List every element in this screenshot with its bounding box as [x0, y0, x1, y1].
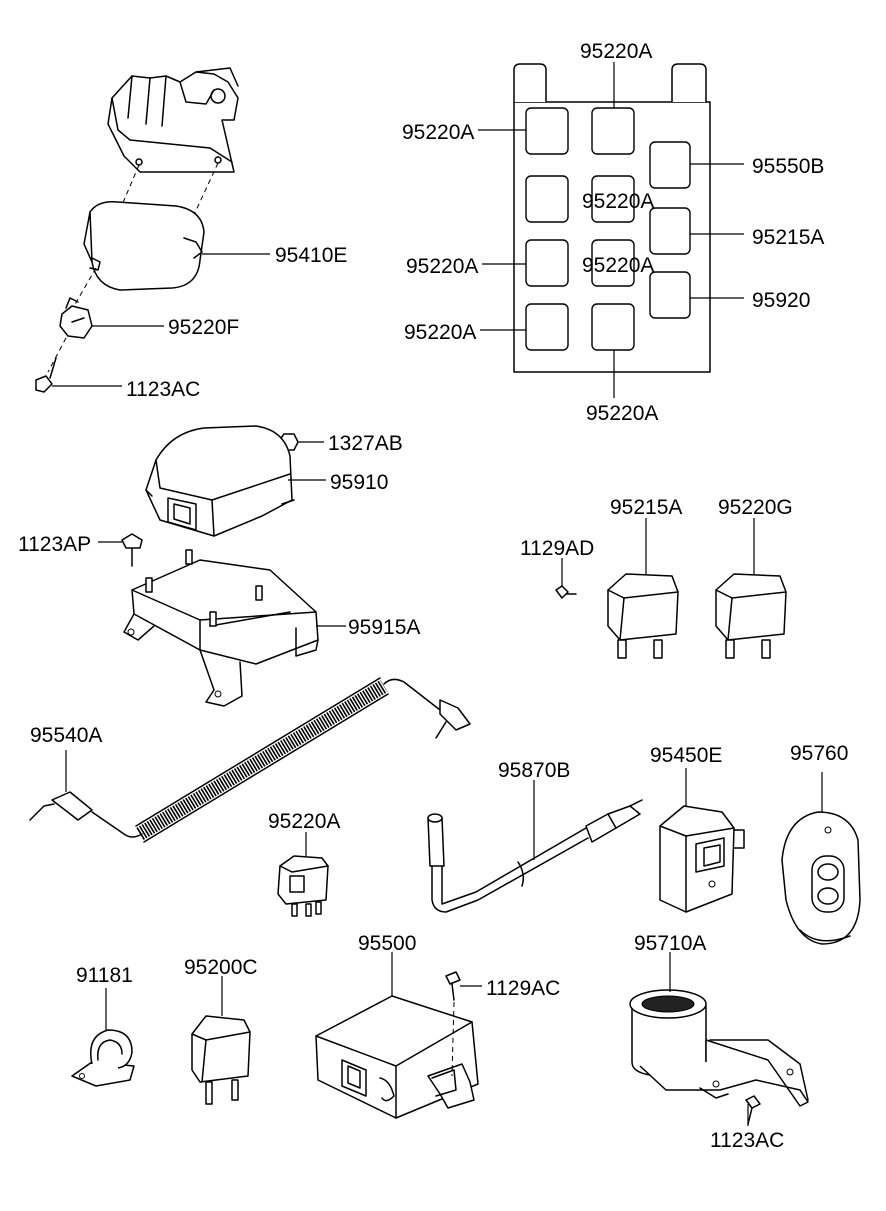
part-label-95220a-center-1: 95220A — [582, 190, 654, 213]
junction-block-tab-left — [513, 63, 547, 102]
clip-95220f — [59, 297, 93, 339]
junction-block-tab-right — [671, 63, 707, 102]
relay-95215a — [607, 573, 679, 659]
remote-fob-95760 — [781, 811, 861, 945]
fob-button — [817, 863, 839, 881]
part-label-95220a-left-3: 95220A — [404, 321, 476, 344]
fob-button — [817, 887, 839, 905]
part-label-95220a-left-2: 95220A — [406, 255, 478, 278]
control-unit-95910 — [145, 425, 295, 537]
part-label-95450e: 95450E — [650, 744, 722, 767]
assembly-guide-line — [121, 164, 140, 206]
part-label-95220f: 95220F — [168, 316, 239, 339]
cable-clip-91181 — [71, 1029, 135, 1087]
siren-95710a — [629, 989, 809, 1107]
screw-1129ac — [445, 971, 461, 1001]
part-label-95410e: 95410E — [275, 244, 347, 267]
relay-module-95410e — [83, 200, 205, 291]
part-label-95915a: 95915A — [348, 616, 420, 639]
part-label-91181: 91181 — [76, 964, 133, 987]
relay-95220g — [715, 573, 787, 659]
relay-mount-bracket — [107, 67, 239, 173]
part-label-95220a-center-2: 95220A — [582, 254, 654, 277]
fuse-slot — [591, 303, 635, 351]
part-label-95215a-junction: 95215A — [752, 226, 824, 249]
part-label-1123ac-bottom: 1123AC — [710, 1129, 784, 1152]
receiver-module-95450e — [659, 805, 745, 913]
part-label-95760: 95760 — [790, 742, 848, 765]
part-label-95215a-relay: 95215A — [610, 496, 682, 519]
part-label-95500: 95500 — [358, 932, 416, 955]
antenna-cable-95870b — [427, 799, 643, 913]
fuse-slot — [591, 175, 635, 223]
fuse-slot — [591, 239, 635, 287]
part-label-95220g: 95220G — [718, 496, 793, 519]
part-label-1123ac-top: 1123AC — [126, 378, 200, 401]
fuse-slot — [525, 107, 569, 155]
fuse-slot — [591, 107, 635, 155]
fuse-slot — [525, 175, 569, 223]
part-label-95220a-small: 95220A — [268, 810, 340, 833]
part-label-95710a: 95710A — [634, 932, 706, 955]
part-label-1123ap: 1123AP — [18, 533, 91, 556]
control-bracket-95915a — [123, 549, 319, 707]
assembly-guide-line — [47, 337, 67, 373]
screw-1123ac-bottom — [745, 1095, 761, 1125]
screw-1129ad — [555, 585, 577, 599]
part-label-95910: 95910 — [330, 471, 388, 494]
part-label-95540a: 95540A — [30, 724, 102, 747]
fuse-slot — [649, 271, 691, 319]
assembly-guide-line — [73, 267, 97, 307]
fuse-slot — [525, 303, 569, 351]
part-label-95220a-left-1: 95220A — [402, 121, 474, 144]
part-label-95920: 95920 — [752, 289, 810, 312]
relay-95200c — [191, 1015, 251, 1105]
part-label-95870b: 95870B — [498, 759, 570, 782]
part-label-95220a-top: 95220A — [580, 40, 652, 63]
screw-1123ac-top — [35, 357, 57, 393]
fuse-slot — [525, 239, 569, 287]
part-label-1129ac: 1129AC — [486, 977, 560, 1000]
part-label-95550b: 95550B — [752, 155, 824, 178]
fuse-slot — [649, 141, 691, 189]
alarm-unit-95500 — [315, 995, 479, 1119]
fuse-slot — [649, 207, 691, 255]
part-label-95200c: 95200C — [184, 956, 258, 979]
coil-cable-95540a — [29, 677, 471, 843]
part-label-1129ad: 1129AD — [520, 537, 594, 560]
junction-block — [513, 63, 711, 373]
small-relay-95220a — [277, 855, 329, 917]
bolt-1123ap — [121, 533, 143, 567]
part-label-1327ab: 1327AB — [328, 432, 403, 455]
assembly-guide-line — [451, 1001, 455, 1077]
part-label-95220a-bottom: 95220A — [586, 402, 658, 425]
